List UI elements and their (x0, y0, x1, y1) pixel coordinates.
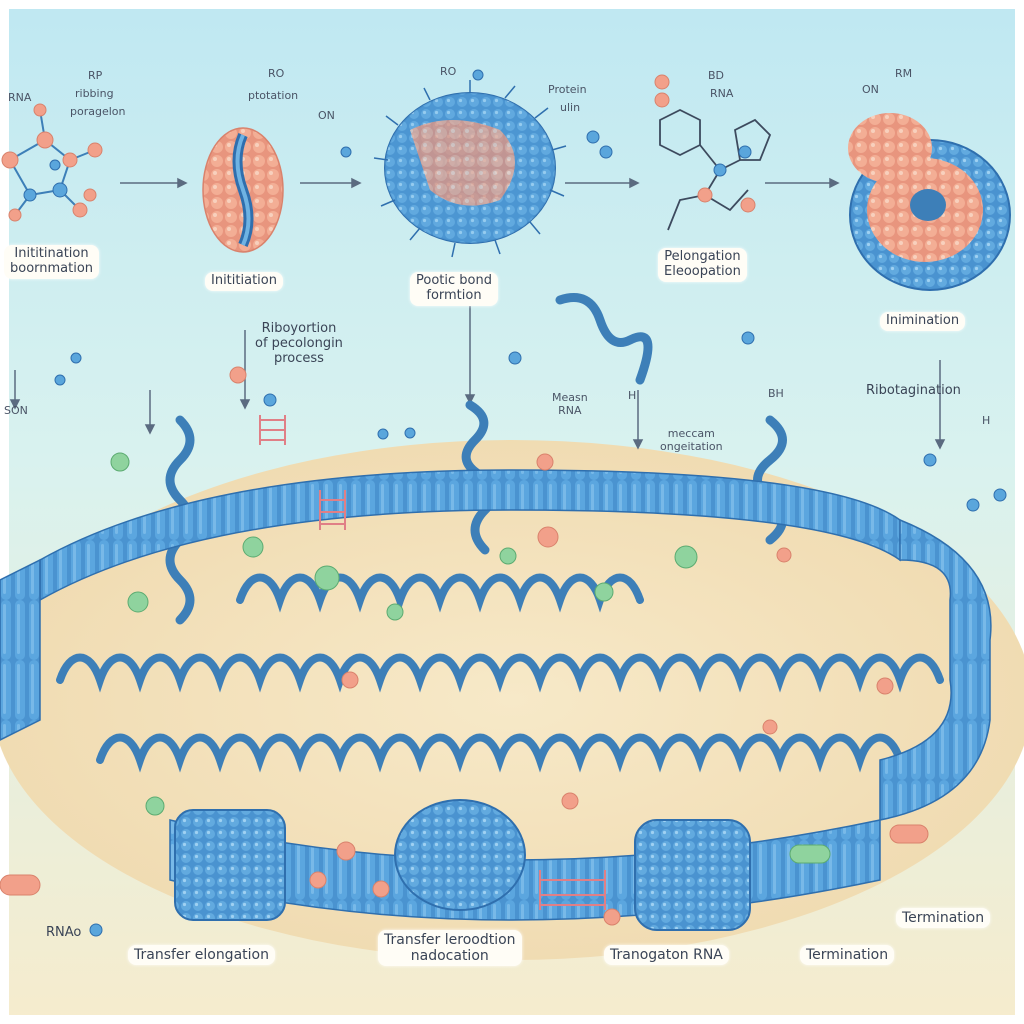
ribosome-right (848, 113, 1011, 291)
label-top-rm: RM (895, 67, 913, 80)
label-top-protein: Protein (548, 83, 587, 96)
label-peptide-bond: Pootic bond formtion (410, 272, 498, 306)
label-top-on-right: ON (862, 83, 879, 96)
label-rna-bottom: RNAo (46, 925, 82, 940)
molecule-structure-center (654, 74, 772, 231)
label-ribosome-line1: Riboyortion (261, 321, 337, 336)
label-son: SON (4, 404, 28, 417)
label-termination-bottom: Termination (800, 945, 895, 966)
label-elongation-line1: Pelongation (664, 249, 741, 264)
protein-blob (373, 80, 567, 258)
label-mexamin-line1: meccam (667, 427, 715, 440)
label-mexamin-line2: ongeitation (660, 439, 723, 453)
label-ribotagination: Ribotagination (866, 383, 961, 398)
label-initiation-mid: Inititiation (205, 272, 283, 291)
process-arrows (9, 177, 946, 450)
label-transfer-relocation-line2: nadocation (410, 948, 489, 965)
label-transfer-elongation: Transfer elongation (128, 945, 275, 966)
label-top-ptotation: ptotation (248, 89, 299, 102)
label-transfer-relocation-line1: Transfer leroodtion (384, 932, 516, 948)
label-h-left: H (628, 389, 637, 402)
label-ribosome-line3: process (273, 350, 324, 366)
label-messenger-line1: Measn (552, 391, 588, 404)
label-initiation-left-line2: boornmation (10, 260, 94, 276)
capsules (0, 824, 929, 896)
label-ribosome-line2: of pecolongin (255, 335, 343, 351)
label-top-ulin: ulin (560, 101, 581, 114)
label-top-left-rp: RP (88, 69, 103, 82)
bottom-ribosomes (174, 799, 751, 931)
label-mexamin: meccam ongeitation (660, 427, 723, 453)
label-top-rd: RO (440, 65, 457, 78)
label-elongation-line2: Eleoopation (664, 263, 741, 279)
label-transfer-relocation: Transfer leroodtion nadocation (378, 930, 522, 967)
label-top-bd: BD (708, 69, 725, 82)
label-bh: BH (768, 387, 784, 400)
label-top-left-ribbing: ribbing (75, 87, 114, 100)
inner-helix-rows (56, 573, 944, 773)
label-initiation-right: Inimination (880, 312, 966, 331)
label-ribosome-process: Riboyortion of pecolongin process (255, 321, 343, 367)
label-messenger-line2: RNA (558, 403, 582, 417)
label-initiation-left-line1: Inititination (14, 246, 89, 261)
label-top-rna-right: RNA (710, 87, 734, 100)
trna-ladders (259, 415, 606, 910)
initiation-complex (202, 127, 284, 253)
label-h-right: H (982, 414, 991, 427)
molecule-cluster-left (1, 103, 103, 222)
label-elongation: Pelongation Eleoopation (658, 248, 747, 282)
label-messenger-rna: Measn RNA (552, 391, 588, 417)
label-peptide-line2: formtion (426, 287, 482, 303)
vesicles (54, 69, 1007, 937)
label-top-ro: RO (268, 67, 285, 80)
label-top-on: ON (318, 109, 335, 122)
label-top-left-rna: RNA (8, 91, 32, 104)
label-top-left-poragelon: poragelon (70, 105, 126, 118)
label-transcription-rna: Tranogaton RNA (604, 945, 729, 966)
label-termination-right: Termination (896, 908, 991, 929)
label-peptide-line1: Pootic bond (416, 273, 492, 288)
label-initiation-left: Inititination boornmation (4, 245, 100, 279)
